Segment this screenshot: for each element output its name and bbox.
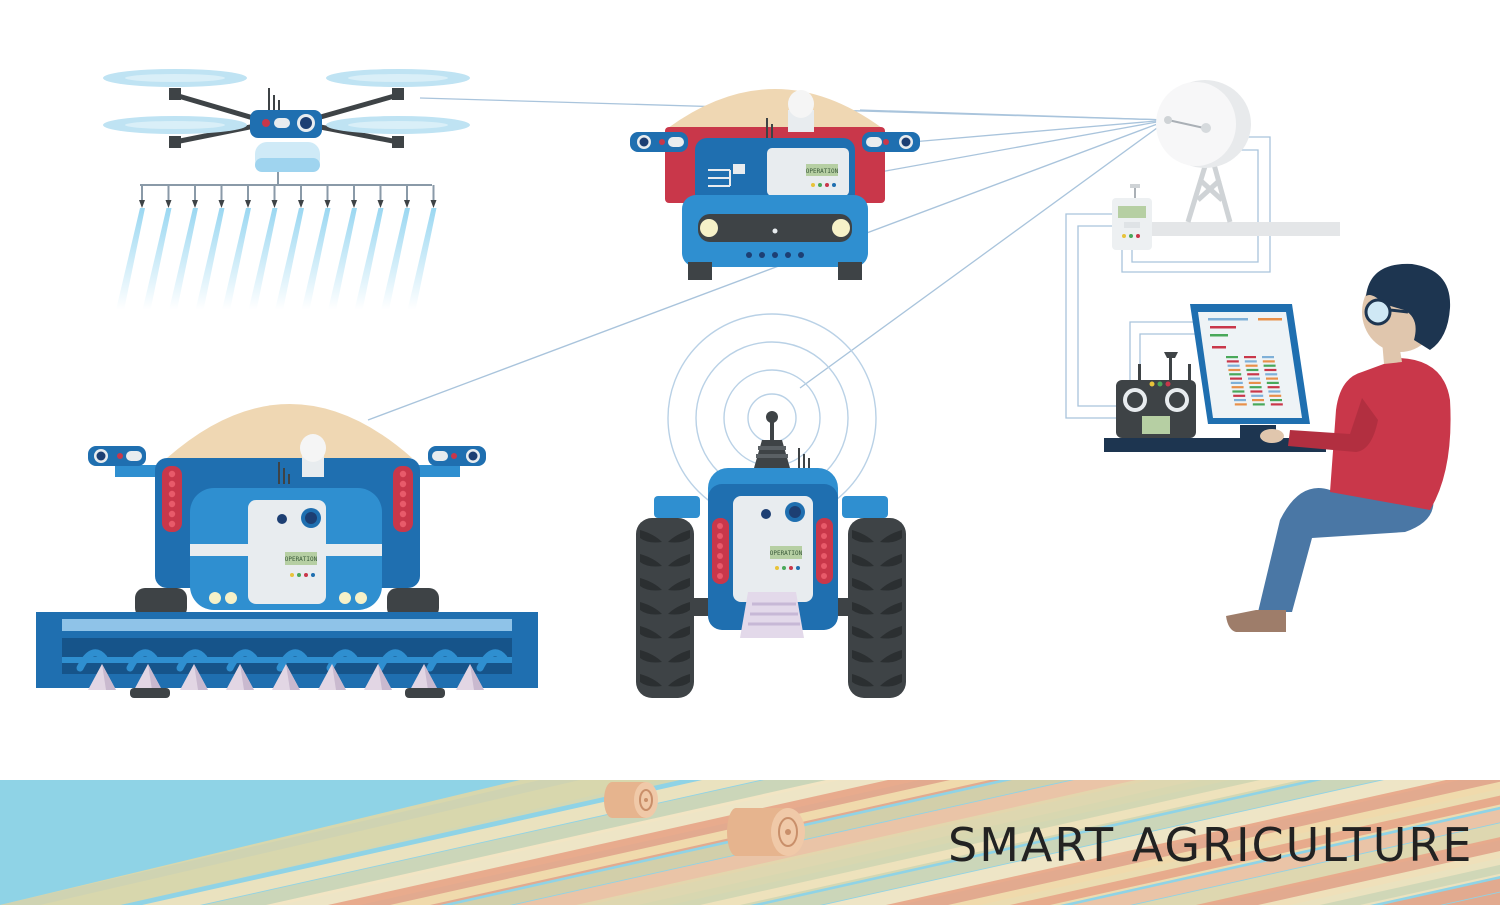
sensor-box-icon [1112,184,1152,250]
remote-controller-icon [1116,352,1196,438]
satellite-dish-icon [1156,80,1251,223]
spray-stream [142,208,172,310]
tractor-tire [636,518,694,698]
nozzle [165,200,172,208]
nozzle [324,200,331,208]
field-banner [0,780,1500,905]
tractor-lcd: OPERATION [770,550,803,557]
signal-lines [367,97,1169,421]
spray-stream [381,208,410,310]
combine-lcd: OPERATION [285,556,318,563]
spray-stream [222,208,251,310]
control-station [1065,80,1451,632]
nozzle [218,200,225,208]
nozzle [404,200,410,208]
nozzle [430,200,437,208]
hay-bale-icon [727,808,805,856]
nozzle [139,200,145,208]
spray-stream [169,208,198,310]
truck-icon: OPERATION [630,89,920,280]
scene-title: SMART AGRICULTURE [948,818,1474,872]
spray-stream [354,208,384,310]
spray-stream [328,208,357,310]
operator-person-icon [1226,263,1451,632]
spray-stream [116,208,145,310]
nozzle [271,200,278,208]
nozzle [377,200,384,208]
tractor-tire [848,518,906,698]
monitor-icon [1190,304,1310,424]
spray-stream [301,208,331,310]
tractor-icon: OPERATION [636,313,906,698]
nozzle [298,200,304,208]
sprayer-boom-icon [116,168,437,310]
nozzle [245,200,251,208]
joystick-icon [754,411,790,468]
spray-stream [195,208,225,310]
nozzle [192,200,198,208]
spray-stream [407,208,437,310]
hay-bale-icon [604,782,658,818]
spray-stream [248,208,278,310]
drone-icon [103,69,470,310]
combine-harvester-icon: OPERATION [36,404,538,698]
nozzle [351,200,357,208]
spray-stream [275,208,304,310]
truck-lcd: OPERATION [806,168,839,175]
